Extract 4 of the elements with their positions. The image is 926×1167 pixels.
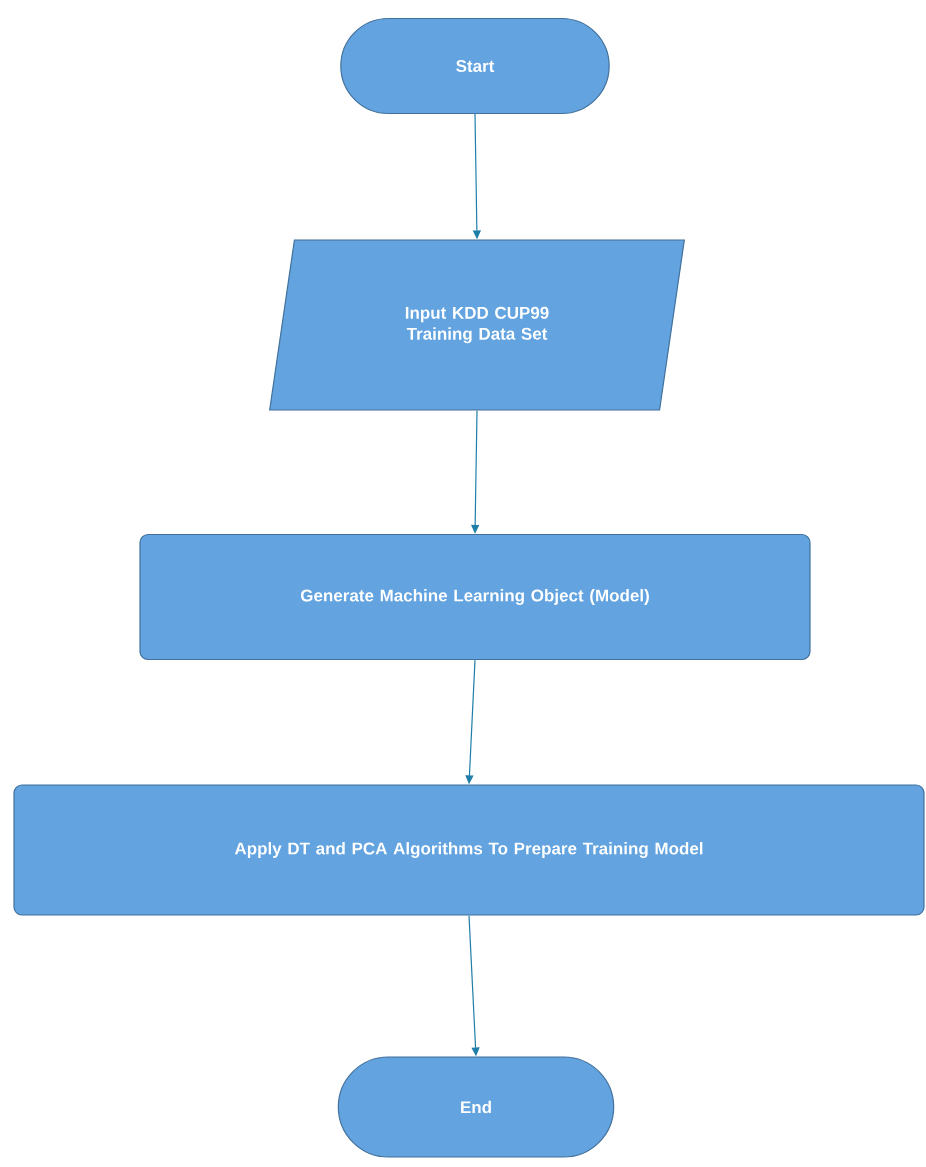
terminal-pill: End xyxy=(337,1056,615,1158)
process-box: Apply DT and PCA Algorithms To Prepare Training Model xyxy=(13,784,925,916)
terminal-pill: Start xyxy=(340,17,610,115)
process-box: Generate Machine Learning Object (Model) xyxy=(139,533,811,661)
